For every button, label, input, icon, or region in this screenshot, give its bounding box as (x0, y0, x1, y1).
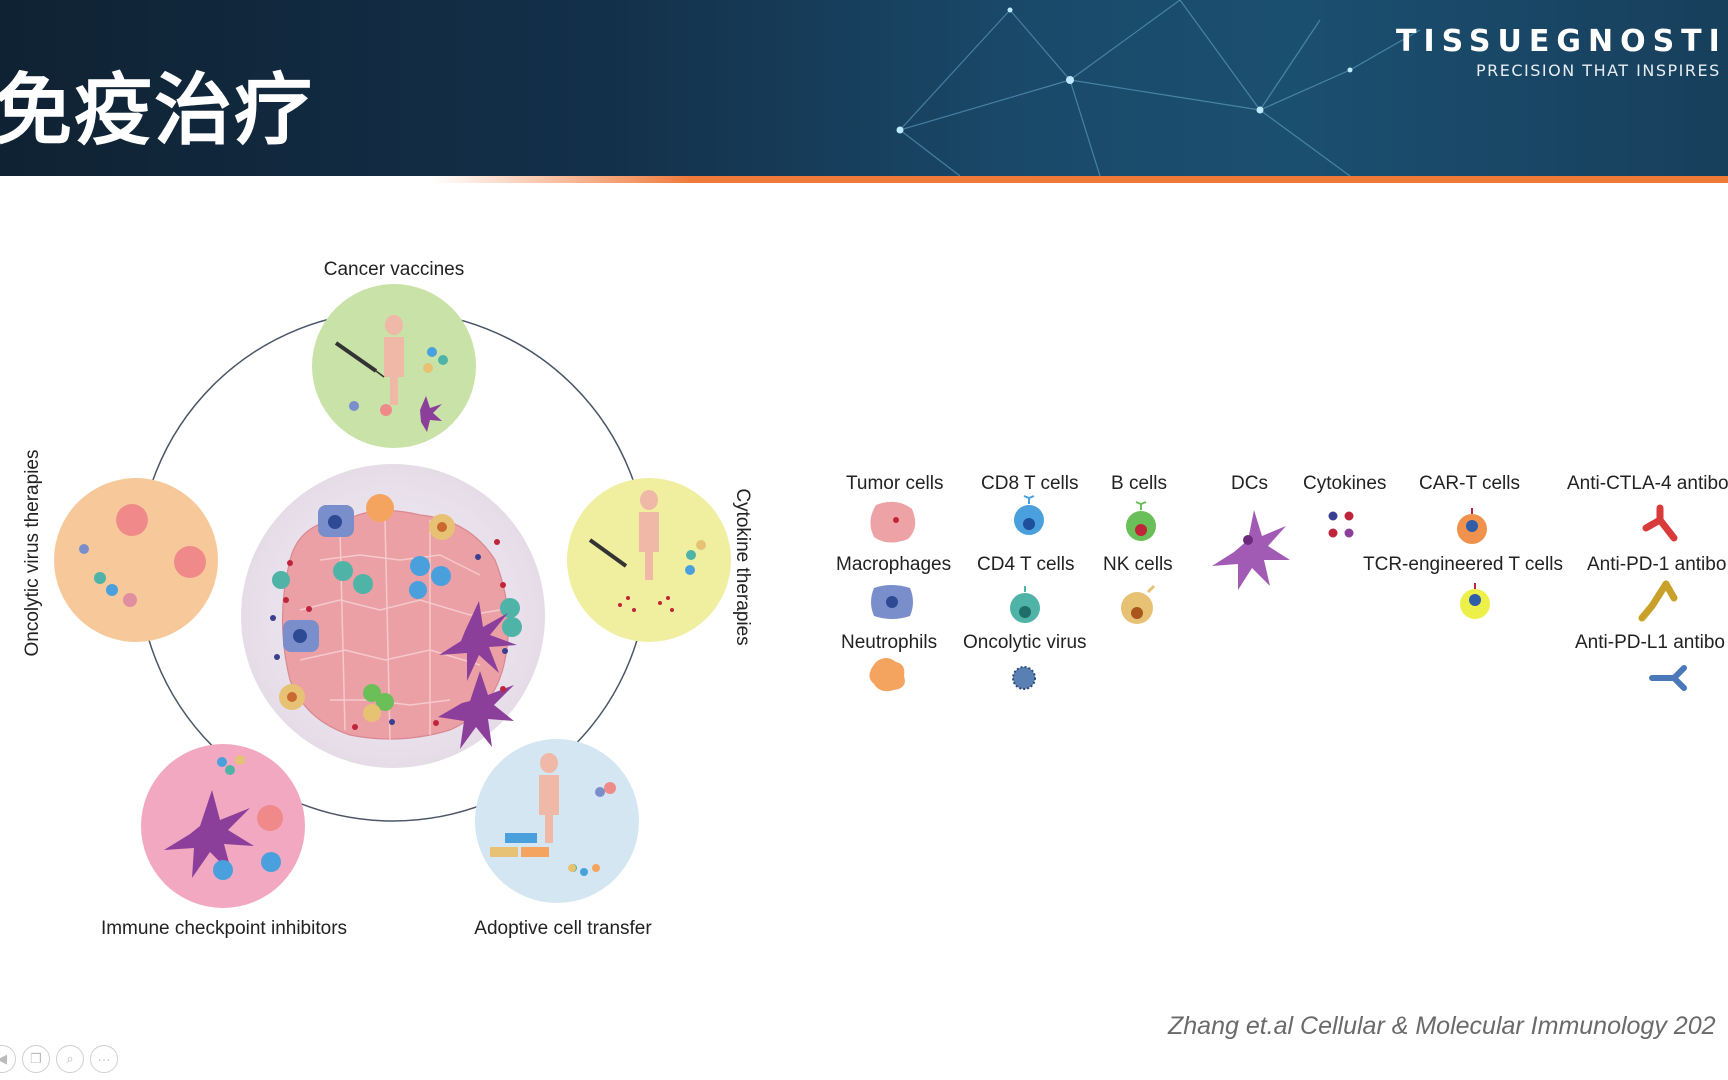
legend-nk-cells: NK cells (1103, 554, 1173, 575)
brand-tagline: PRECISION THAT INSPIRES (1476, 61, 1721, 80)
network-background (896, 0, 1421, 176)
neutrophil-icon (869, 658, 905, 692)
label-oncolytic-virus-therapies: Oncolytic virus therapies (22, 450, 43, 657)
zoom-icon[interactable]: ⌕ (56, 1045, 84, 1073)
brand-logo-text: TISSUEGNOSTI (1396, 24, 1727, 59)
cytokines-icon (1328, 511, 1354, 538)
tcr-engineered-t-cell-icon (1460, 589, 1490, 619)
page-title: 免疫治疗 (0, 66, 315, 156)
legend-tumor-cells: Tumor cells (846, 473, 944, 494)
cd8-t-cell-icon (1014, 505, 1044, 535)
legend-cd8-t-cells: CD8 T cells (981, 473, 1079, 494)
label-cancer-vaccines: Cancer vaccines (324, 259, 464, 280)
macrophage-icon (871, 585, 913, 619)
copy-icon[interactable]: ❐ (22, 1045, 50, 1073)
label-immune-checkpoint-inhibitors: Immune checkpoint inhibitors (101, 918, 347, 939)
oncolytic-virus-icon (1012, 666, 1036, 690)
center-cells (270, 494, 522, 749)
label-cytokine-therapies: Cytokine therapies (732, 488, 753, 645)
legend-oncolytic-virus: Oncolytic virus (963, 632, 1087, 653)
legend-car-t-cells: CAR-T cells (1419, 473, 1520, 494)
immune-checkpoint-inhibitors-circle (141, 744, 305, 908)
cancer-vaccines-circle (312, 284, 476, 448)
legend-dcs: DCs (1231, 473, 1268, 494)
dc-icon (1212, 510, 1290, 590)
tumor-cell-icon (870, 501, 916, 543)
label-adoptive-cell-transfer: Adoptive cell transfer (474, 918, 652, 939)
more-icon[interactable]: ··· (90, 1045, 118, 1073)
anti-ctla4-icon (1642, 504, 1678, 542)
cytokine-therapies-circle (567, 478, 731, 642)
legend-anti-ctla4: Anti-CTLA-4 antibo (1567, 473, 1728, 494)
car-t-cell-icon (1457, 514, 1487, 544)
legend-anti-pd1: Anti-PD-1 antibo (1587, 554, 1727, 575)
prev-icon[interactable]: ◀ (0, 1045, 16, 1073)
oncolytic-virus-therapies-circle (54, 478, 218, 642)
viewer-controls: ◀ ❐ ⌕ ··· (0, 1045, 118, 1073)
immunotherapy-cycle-diagram: Cancer vaccines Immune checkpoint inhibi… (22, 259, 753, 939)
header-banner: 免疫治疗 TISSUEGNOSTI PRECISION THAT INSPIRE… (0, 0, 1728, 176)
nk-cell-icon (1121, 592, 1153, 624)
anti-pdl1-icon (1649, 665, 1687, 691)
adoptive-cell-transfer-circle (475, 739, 639, 903)
anti-pd1-icon (1638, 580, 1678, 622)
legend-cd4-t-cells: CD4 T cells (977, 554, 1075, 575)
cd4-t-cell-icon (1010, 593, 1040, 623)
accent-bar (0, 176, 1728, 183)
legend-cytokines: Cytokines (1303, 473, 1387, 494)
legend-macrophages: Macrophages (836, 554, 952, 575)
citation: Zhang et.al Cellular & Molecular Immunol… (1168, 1012, 1716, 1040)
legend-tcr-engineered-t-cells: TCR-engineered T cells (1363, 554, 1563, 575)
legend-anti-pdl1: Anti-PD-L1 antibo (1575, 632, 1725, 653)
legend-b-cells: B cells (1111, 473, 1167, 494)
b-cell-icon (1126, 511, 1156, 541)
legend-neutrophils: Neutrophils (841, 632, 938, 653)
